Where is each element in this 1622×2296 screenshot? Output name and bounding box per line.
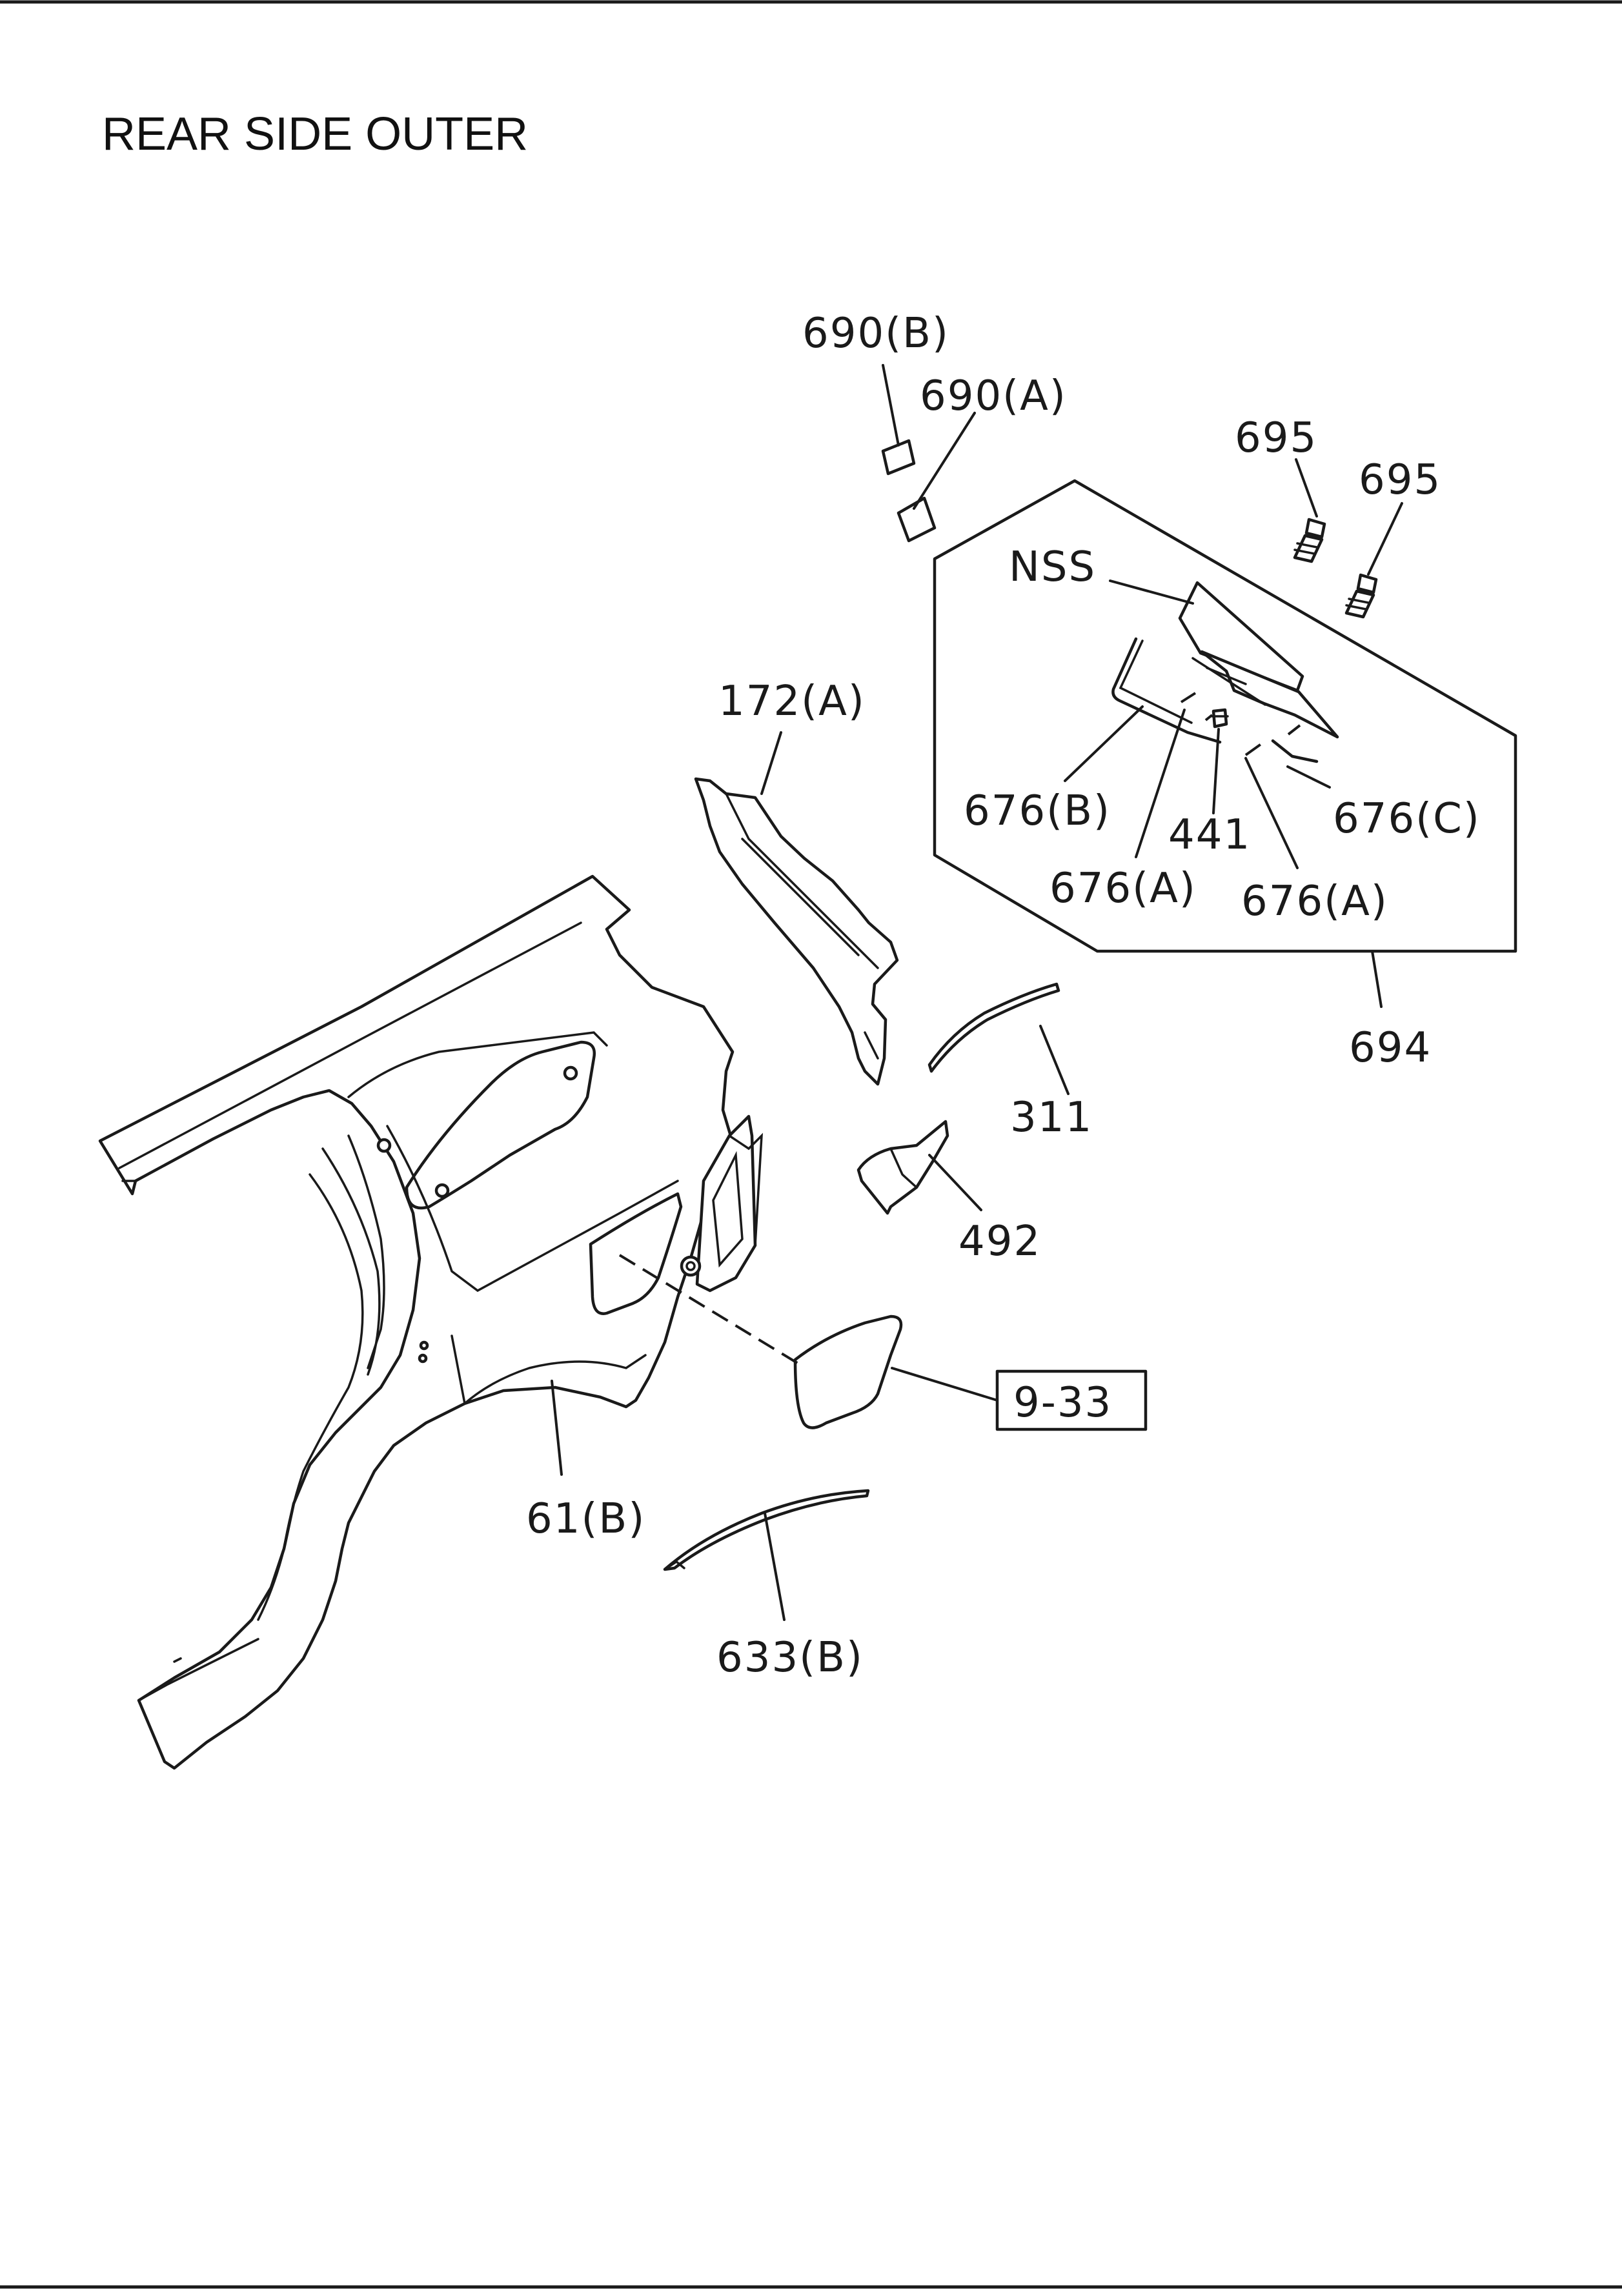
callout-633b[interactable]: 633(B) (716, 1634, 864, 1682)
label-690b[interactable] (881, 439, 916, 476)
leader-676a-right (1244, 757, 1299, 869)
strip-311[interactable] (928, 982, 1060, 1073)
diagram-title: REAR SIDE OUTER (102, 108, 528, 160)
callout-676c[interactable]: 676(C) (1333, 795, 1481, 843)
fuel-lid-9-33[interactable] (793, 1314, 903, 1429)
bracket-492[interactable] (857, 1120, 949, 1215)
liner-633b[interactable] (663, 1489, 870, 1571)
callout-695-right[interactable]: 695 (1359, 456, 1441, 504)
dash-441 (1204, 714, 1213, 721)
callout-695-left[interactable]: 695 (1235, 414, 1317, 462)
part-nss[interactable] (1178, 581, 1339, 739)
callout-694[interactable]: 694 (1349, 1024, 1432, 1072)
callout-ref-9-33[interactable]: 9-33 (1013, 1379, 1112, 1427)
callout-690b[interactable]: 690(B) (802, 310, 949, 357)
callout-676b[interactable]: 676(B) (964, 787, 1111, 835)
callout-676a-left[interactable]: 676(A) (1049, 865, 1197, 912)
seal-676c[interactable] (1271, 739, 1319, 763)
dash-676c (1287, 724, 1301, 736)
callout-676a-right[interactable]: 676(A) (1241, 878, 1388, 925)
leader-9-33 (891, 1367, 999, 1402)
callout-172a[interactable]: 172(A) (718, 678, 866, 725)
callout-nss[interactable]: NSS (1009, 543, 1096, 591)
dash-fuel-lid (618, 1254, 802, 1366)
seal-676b[interactable] (1111, 637, 1222, 744)
callout-61b[interactable]: 61(B) (526, 1495, 645, 1543)
leader-633b (764, 1512, 786, 1621)
leader-676b (1064, 705, 1144, 782)
callout-311[interactable]: 311 (1010, 1094, 1093, 1142)
bolt-695-right[interactable] (1344, 573, 1378, 619)
leader-441 (1212, 728, 1220, 814)
leader-61b (551, 1380, 563, 1476)
leader-172a (760, 731, 782, 795)
callout-441[interactable]: 441 (1168, 811, 1251, 859)
leader-nss (1109, 579, 1194, 605)
bracket-172a[interactable] (694, 777, 899, 1086)
leader-311 (1039, 1025, 1070, 1095)
leader-690a (913, 412, 976, 510)
leader-695-right (1367, 502, 1403, 576)
leader-492 (928, 1154, 982, 1211)
leader-690b (882, 364, 900, 447)
dash-676a-left (1180, 692, 1197, 703)
leader-695-left (1295, 458, 1318, 518)
leader-676c (1286, 765, 1331, 789)
ref-box-9-33[interactable] (995, 1369, 1148, 1431)
leader-694 (1371, 950, 1383, 1008)
dash-676a-right (1244, 741, 1265, 756)
leader-676a-left (1135, 709, 1186, 858)
kit-frame-694 (933, 479, 1517, 953)
callout-690a[interactable]: 690(A) (920, 372, 1067, 420)
bolt-695-left[interactable] (1293, 518, 1326, 563)
panel-61b[interactable] (98, 874, 764, 1770)
label-690a[interactable] (897, 496, 937, 543)
callout-492[interactable]: 492 (958, 1218, 1041, 1265)
clip-441[interactable] (1211, 708, 1229, 729)
